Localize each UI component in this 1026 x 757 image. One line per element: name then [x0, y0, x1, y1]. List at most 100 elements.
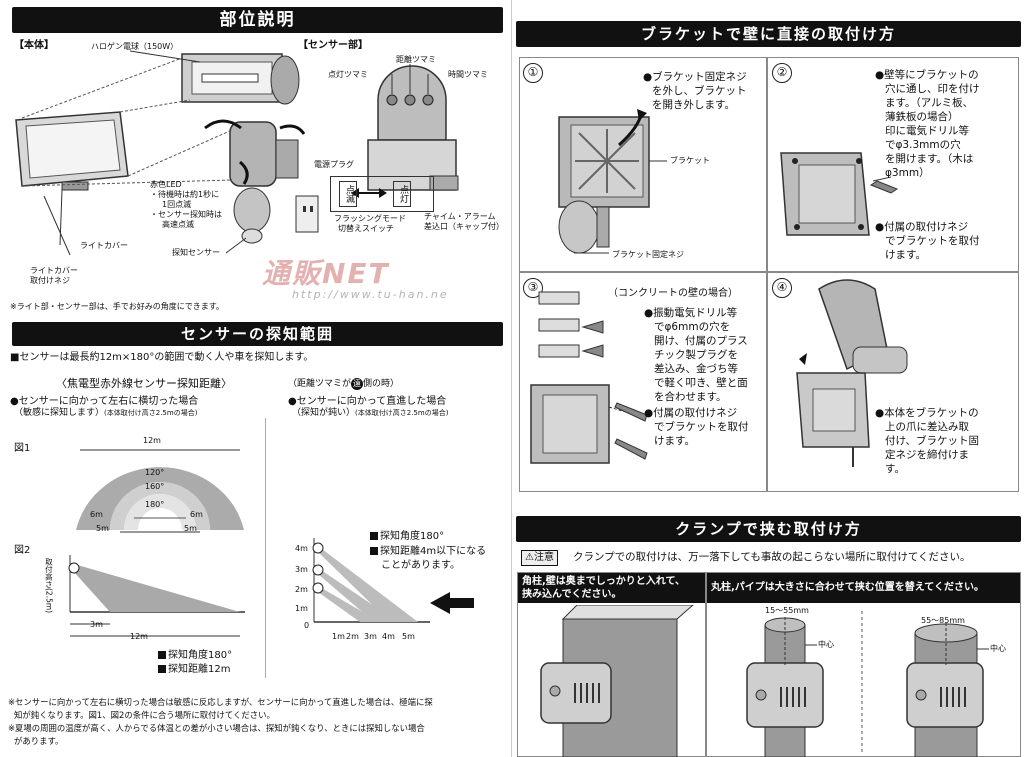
step3-number: ③ — [523, 278, 543, 298]
arc-5m-right: 5m — [184, 524, 197, 533]
step3-panel — [519, 272, 767, 492]
arc-12m: 12m — [143, 436, 161, 445]
step3-text-4: チック製プラグを — [654, 349, 738, 361]
arc-180: 180° — [145, 500, 165, 509]
range-55-85: 55～85mm — [921, 616, 965, 625]
step3-plug-illustration — [530, 291, 648, 464]
square-title-1: 角柱,壁は奥までしっかりと入れて、 — [518, 573, 705, 588]
step2-text2-2: でブラケットを取付 — [885, 235, 980, 247]
case1-sub-text: （敏感に探知します） — [14, 408, 105, 418]
cover-screw-label-2: 取付けネジ — [30, 276, 70, 285]
watermark: 通販NET — [262, 257, 390, 290]
step1-screw-label: ブラケット固定ネジ — [612, 250, 684, 259]
step2-text-5: 印に電気ドリル等 — [885, 125, 969, 137]
distance-knob-label: 距離ツマミ — [396, 55, 436, 64]
step1-bracket-label: ブラケット — [670, 156, 710, 165]
fig3-x-4m: 4m — [382, 632, 395, 641]
step2-text-3: ます。（アルミ板、 — [885, 97, 974, 109]
footnote-1: ※センサーに向かって左右に横切った場合は敏感に反応しますが、センサーに向かって直… — [8, 697, 433, 707]
led-note-3: ・センサー探知時は — [150, 210, 222, 219]
fig2-dist-text: 探知距離12m — [168, 664, 231, 675]
step3-text-3: 開け、付属のプラス — [654, 335, 748, 347]
center-label-2: 中心 — [990, 644, 1006, 653]
case1-sub: （敏感に探知します）(本体取付け高さ2.5mの場合) — [14, 408, 197, 419]
round-title: 丸柱,パイプは大きさに合わせて挟む位置を替えてください。 — [707, 573, 1020, 603]
step4-number: ④ — [772, 278, 792, 298]
section-title-range: センサーの探知範囲 — [12, 322, 503, 346]
fig2-angle-text: 探知角度180° — [168, 650, 233, 661]
step1-text-1: ●ブラケット固定ネジ — [643, 71, 747, 83]
fig3-y-3m: 3m — [295, 565, 308, 574]
caution-text: クランプでの取付けは、万一落下しても事故の起こらない場所に取付けてください。 — [573, 551, 971, 563]
step2-text-6: でφ3.3mmの穴 — [885, 139, 961, 151]
column-divider — [265, 418, 266, 678]
led-note-1: ・待機時は約1秒に — [150, 190, 220, 199]
halogen-label: ハロゲン電球（150W） — [91, 42, 179, 51]
step2-text2-1: ●付属の取付けネジ — [875, 221, 969, 233]
switch-caption-1: フラッシングモード — [334, 214, 406, 223]
switch-box: 点滅 点灯 — [330, 176, 434, 212]
step2-text-8: φ3mm） — [885, 167, 930, 179]
section1-note: ※ライト部・センサー部は、手でお好みの角度にできます。 — [10, 302, 224, 311]
fig1-label: 図1 — [14, 443, 31, 454]
chime-caption-1: チャイム・アラーム — [424, 212, 496, 221]
step2-text2-3: けます。 — [885, 249, 926, 261]
footnote-1b: 知が鈍くなります。図1、図2の条件に合う場所に取付けてください。 — [14, 710, 275, 720]
range-heading: 〈焦電型赤外線センサー探知距離〉 — [56, 377, 232, 390]
step4-text-1: ●本体をブラケットの — [875, 407, 979, 419]
step4-text-3: 付け、ブラケット固 — [885, 435, 979, 447]
round-post-large-illustration — [906, 623, 989, 757]
fig3-diagram — [312, 538, 474, 623]
clamp-illustrations — [540, 605, 989, 757]
square-title-2: 挟み込んでください。 — [518, 588, 705, 603]
step1-bracket-illustration — [558, 109, 667, 254]
step3-text2-1: ●付属の取付けネジ — [644, 407, 738, 419]
step4-text-5: す。 — [885, 463, 905, 475]
fig2-angle: 探知角度180° — [158, 650, 232, 663]
case2-title: ●センサーに向かって直進した場合 — [288, 396, 447, 407]
fig3-y-4m: 4m — [295, 544, 308, 553]
step1-number: ① — [523, 63, 543, 83]
lamp-knob-label: 点灯ツマミ — [328, 70, 368, 79]
step2-text-4: 薄鉄板の場合） — [885, 111, 959, 123]
cover-screw-label-1: ライトカバー — [30, 266, 78, 275]
range-intro: ■センサーは最長約12m×180°の範囲で動く人や車を探知します。 — [10, 352, 314, 363]
power-plug-label: 電源プラグ — [314, 160, 354, 169]
step4-body-illustration — [796, 279, 908, 467]
step4-panel — [767, 272, 1019, 492]
case2-small: (本体取付け高さ2.5mの場合) — [355, 409, 449, 417]
fig2-3m: 3m — [90, 620, 103, 629]
switch-caption-2: 切替えスイッチ — [338, 224, 394, 233]
step4-text-2: 上の爪に差込み取 — [885, 421, 969, 433]
square-post-illustration — [540, 605, 694, 757]
arc-120: 120° — [145, 468, 165, 477]
far-icon: 遠 — [351, 378, 364, 390]
range-15-55: 15～55mm — [765, 606, 809, 615]
fig3-x-5m: 5m — [402, 632, 415, 641]
switch-on: 点灯 — [393, 181, 411, 207]
step2-panel — [767, 57, 1019, 272]
footnote-2b: があります。 — [14, 736, 64, 746]
main-body-illustration — [204, 119, 306, 244]
arc-6m-left: 6m — [90, 510, 103, 519]
fig2-12m: 12m — [130, 632, 148, 641]
step2-text-7: を開けます。（木は — [885, 153, 974, 165]
fig3-dist-text: 探知距離4m以下になる — [380, 546, 487, 557]
step2-text-1: ●壁等にブラケットの — [875, 69, 979, 81]
round-post-small-illustration — [746, 617, 824, 757]
range-heading-note-b: 側の時） — [363, 379, 400, 389]
fig1-diagram — [76, 449, 244, 533]
step1-text-3: を開き外します。 — [652, 99, 735, 111]
sensor-part-illustration — [367, 64, 459, 191]
step3-head: （コンクリートの壁の場合） — [608, 288, 738, 299]
fig3-y-0: 0 — [304, 621, 310, 630]
parts-illustration — [15, 50, 459, 256]
fig3-y-1m: 1m — [295, 604, 308, 613]
sensor-part-label: 【センサー部】 — [298, 40, 368, 51]
arc-6m-right: 6m — [190, 510, 203, 519]
step-illustrations — [530, 109, 908, 467]
case2-sub-text: （探知が鈍い） — [292, 408, 356, 418]
fig2-diagram — [68, 555, 245, 637]
section-title-bracket: ブラケットで壁に直接の取付け方 — [516, 21, 1021, 47]
light-cover-illustration — [15, 111, 129, 191]
